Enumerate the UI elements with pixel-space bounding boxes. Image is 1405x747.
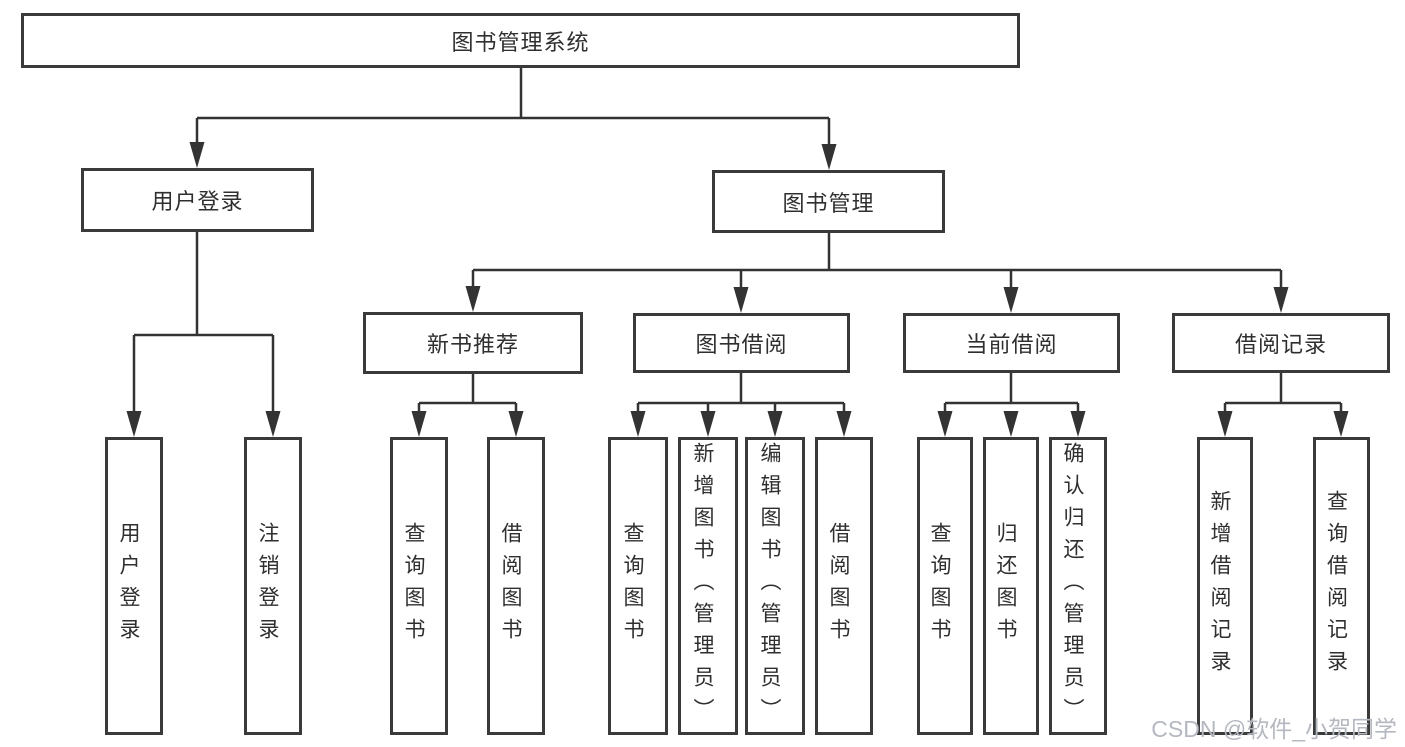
leaf-add-books-admin: 新增图书（管理员） <box>678 437 738 735</box>
node-current-borrowing: 当前借阅 <box>903 313 1120 373</box>
node-root-label: 图书管理系统 <box>451 29 590 55</box>
leaf-borrow-books-1: 借阅图书 <box>487 437 545 735</box>
arrowhead <box>508 411 524 437</box>
leaf-borrow-books-1-label: 借阅图书 <box>499 522 522 650</box>
arrowhead <box>767 411 783 437</box>
arrowhead <box>700 411 716 437</box>
arrowhead <box>733 287 749 313</box>
arrowhead <box>1217 411 1233 437</box>
leaf-add-books-admin-label: 新增图书（管理员） <box>691 442 714 730</box>
leaf-search-books-1: 查询图书 <box>390 437 448 735</box>
leaf-edit-books-admin: 编辑图书（管理员） <box>745 437 805 735</box>
arrowhead <box>937 411 953 437</box>
node-borrowing-records: 借阅记录 <box>1172 313 1390 373</box>
leaf-confirm-return-admin-label: 确认归还（管理员） <box>1061 442 1084 730</box>
leaf-search-books-1-label: 查询图书 <box>402 522 425 650</box>
leaf-search-books-3-label: 查询图书 <box>928 522 951 650</box>
leaf-search-books-2: 查询图书 <box>608 437 668 735</box>
leaf-return-books-label: 归还图书 <box>994 522 1017 650</box>
leaf-add-borrow-record: 新增借阅记录 <box>1197 437 1253 735</box>
leaf-borrow-books-2: 借阅图书 <box>815 437 873 735</box>
leaf-logout-label: 注销登录 <box>256 522 279 650</box>
node-borrowing-records-label: 借阅记录 <box>1234 332 1327 357</box>
arrowhead <box>836 411 852 437</box>
leaf-edit-books-admin-label: 编辑图书（管理员） <box>758 442 781 730</box>
leaf-search-books-3: 查询图书 <box>917 437 973 735</box>
arrowhead <box>1003 411 1019 437</box>
node-book-management: 图书管理 <box>712 170 945 233</box>
arrowhead <box>126 411 142 437</box>
node-book-management-label: 图书管理 <box>782 190 875 216</box>
node-new-book-recommend-label: 新书推荐 <box>426 332 519 357</box>
arrowhead <box>411 411 427 437</box>
arrowhead <box>630 411 646 437</box>
node-book-borrowing-label: 图书借阅 <box>695 332 788 357</box>
arrowhead <box>1333 411 1349 437</box>
leaf-confirm-return-admin: 确认归还（管理员） <box>1049 437 1107 735</box>
node-root: 图书管理系统 <box>21 13 1020 68</box>
leaf-search-borrow-record: 查询借阅记录 <box>1313 437 1370 735</box>
arrowhead <box>821 144 837 170</box>
leaf-user-login-label: 用户登录 <box>117 522 140 650</box>
node-user-login-label: 用户登录 <box>151 189 244 214</box>
leaf-return-books: 归还图书 <box>983 437 1039 735</box>
node-user-login: 用户登录 <box>81 168 314 232</box>
arrowhead <box>189 142 205 168</box>
arrowhead <box>1003 287 1019 313</box>
leaf-user-login: 用户登录 <box>105 437 163 735</box>
arrowhead <box>465 286 481 312</box>
node-book-borrowing: 图书借阅 <box>633 313 850 373</box>
csdn-watermark: CSDN @软件_小贺同学 <box>1151 716 1397 742</box>
arrowhead <box>265 411 281 437</box>
node-current-borrowing-label: 当前借阅 <box>965 332 1058 357</box>
leaf-search-books-2-label: 查询图书 <box>621 522 644 650</box>
leaf-search-borrow-record-label: 查询借阅记录 <box>1324 490 1348 682</box>
arrowhead <box>1070 411 1086 437</box>
node-new-book-recommend: 新书推荐 <box>363 312 583 374</box>
leaf-borrow-books-2-label: 借阅图书 <box>827 522 850 650</box>
leaf-add-borrow-record-label: 新增借阅记录 <box>1208 490 1231 682</box>
leaf-logout: 注销登录 <box>244 437 302 735</box>
arrowhead <box>1273 287 1289 313</box>
